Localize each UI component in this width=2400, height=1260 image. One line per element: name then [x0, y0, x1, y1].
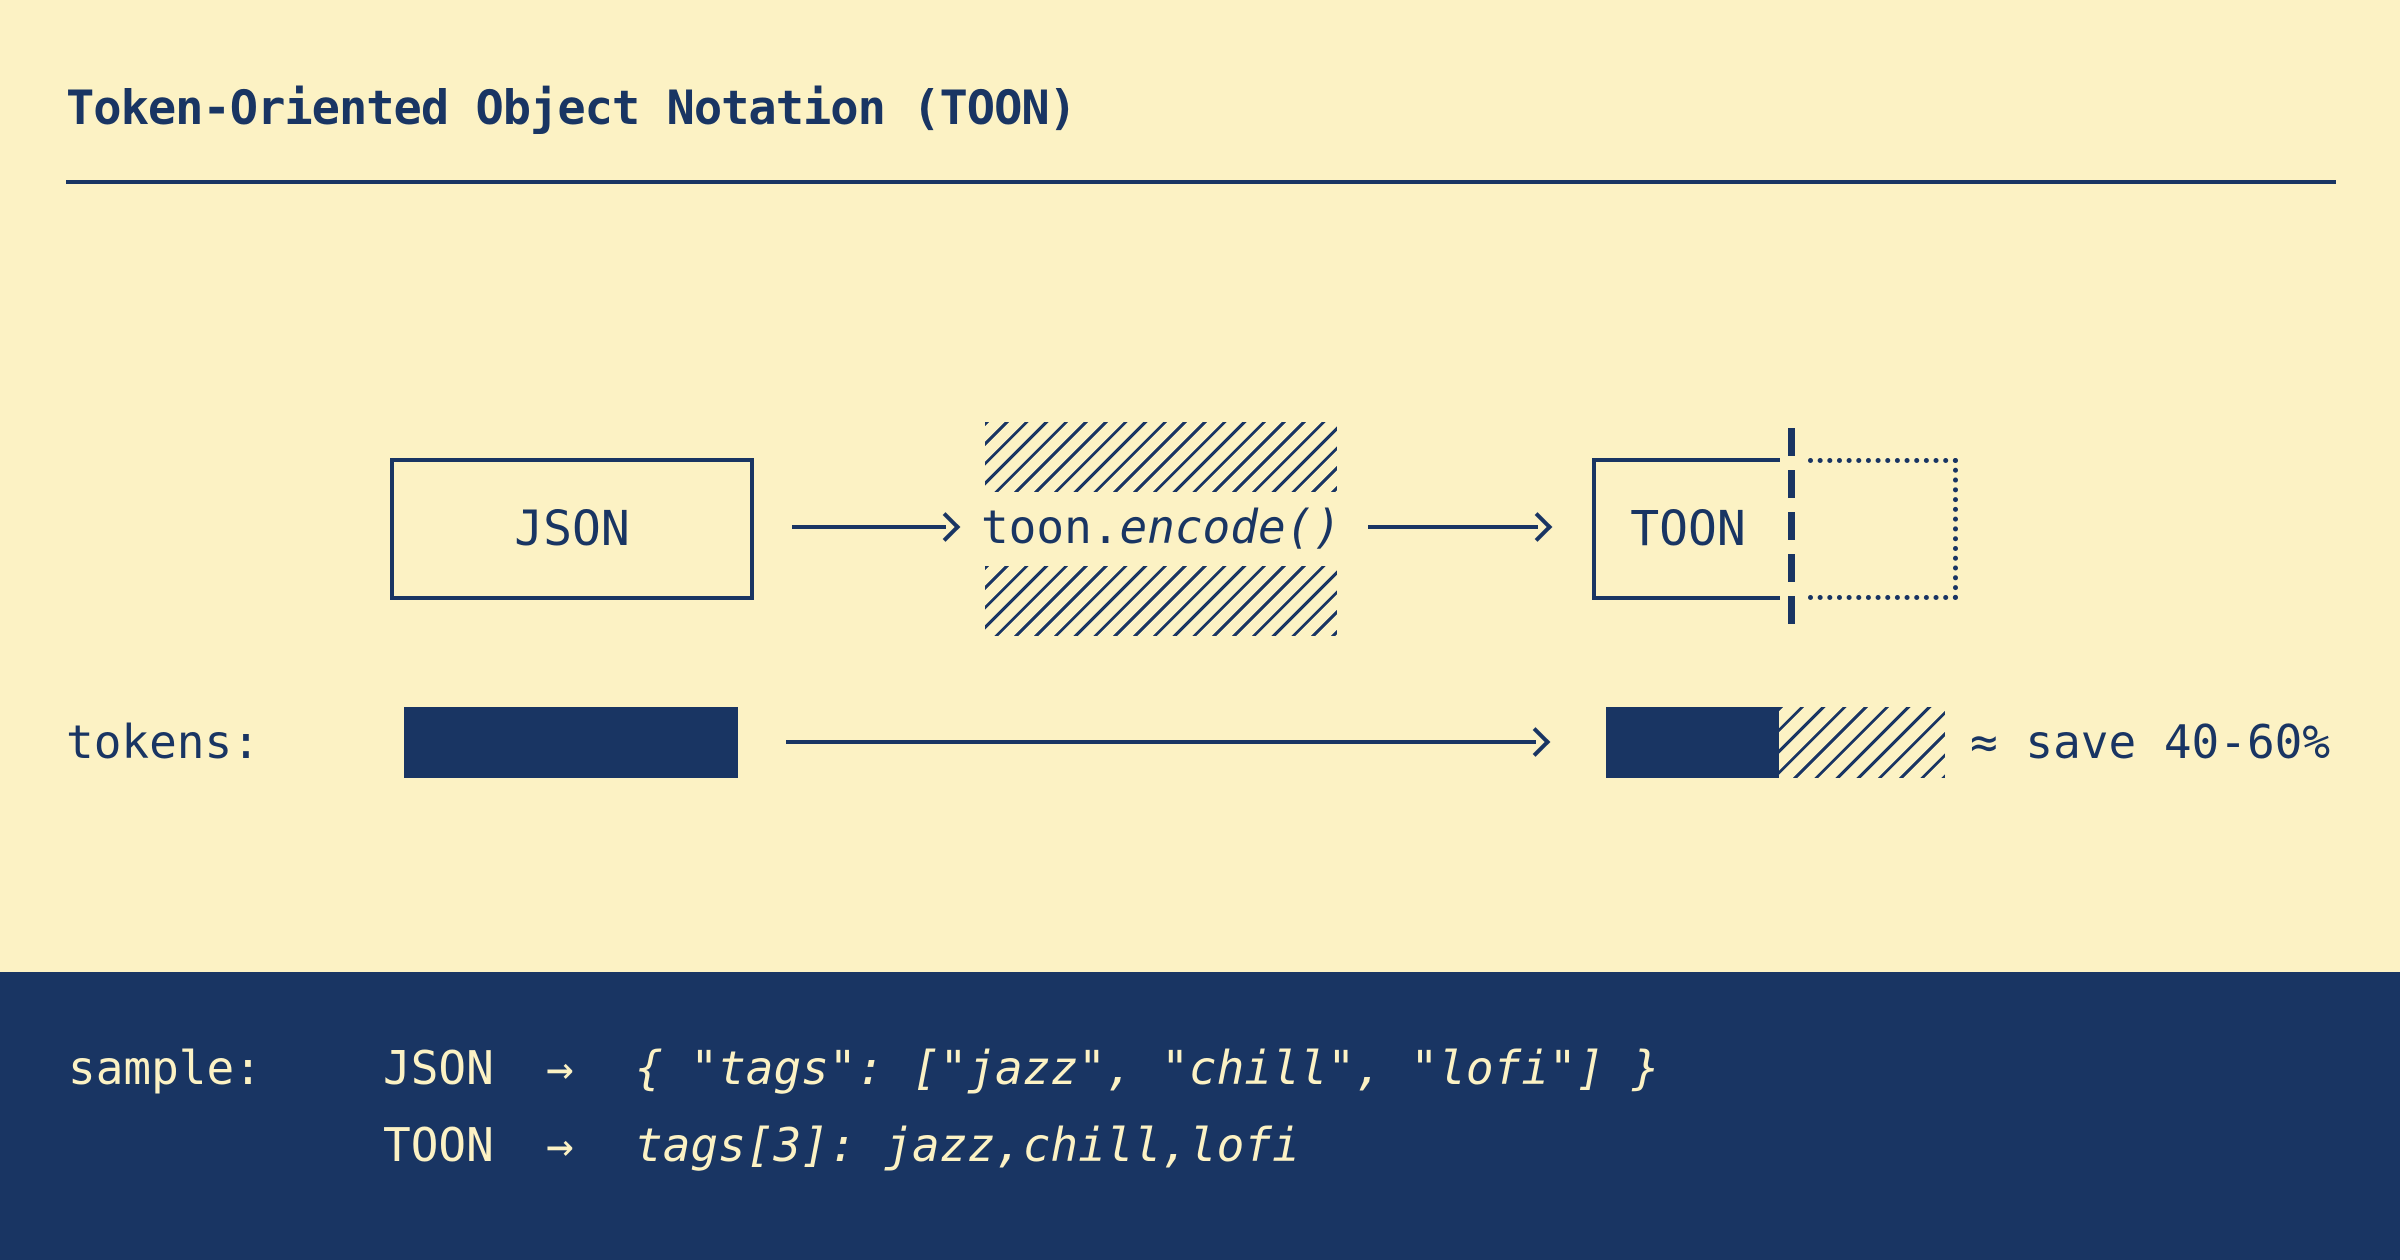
arrow-tokens-icon [786, 724, 1551, 760]
saved-tokens-ghost-box [1808, 458, 1958, 600]
toon-output-box: TOON [1592, 458, 1780, 600]
toon-output-label: TOON [1630, 501, 1746, 557]
sample-row-code: tags[3]: jazz,chill,lofi [635, 1118, 1300, 1172]
sample-row-format: JSON [383, 1041, 494, 1095]
arrow-right-icon: → [546, 1041, 574, 1095]
arrow-line [1368, 525, 1538, 529]
arrow-head-icon [1520, 727, 1551, 757]
sample-panel: sample: JSON → { "tags": ["jazz", "chill… [0, 972, 2400, 1260]
arrow-encode-to-toon-icon [1368, 509, 1553, 545]
title-divider [66, 180, 2336, 184]
sample-row-code: { "tags": ["jazz", "chill", "lofi"] } [635, 1041, 1660, 1095]
json-input-box: JSON [390, 458, 754, 600]
arrow-line [786, 740, 1536, 744]
saved-token-bar-hatch [1779, 707, 1945, 778]
arrow-right-icon: → [546, 1118, 574, 1172]
arrow-line [792, 525, 946, 529]
hatch-pattern-top [985, 422, 1337, 492]
toon-token-bar [1606, 707, 1779, 778]
page-title: Token-Oriented Object Notation (TOON) [66, 80, 1077, 136]
cut-dashed-line [1788, 428, 1795, 632]
sample-row-format: TOON [383, 1118, 494, 1172]
arrow-json-to-encode-icon [792, 509, 961, 545]
arrow-head-icon [930, 512, 961, 542]
encode-call: encode() [1119, 500, 1342, 554]
sample-label: sample: [68, 1041, 262, 1095]
arrow-head-icon [1522, 512, 1553, 542]
tokens-label: tokens: [66, 715, 260, 769]
encode-function-label: toon.encode() [981, 495, 1341, 559]
hatch-pattern-bottom [985, 566, 1337, 636]
json-input-label: JSON [514, 501, 630, 557]
encode-prefix: toon. [980, 500, 1120, 554]
savings-note: ≈ save 40-60% [1970, 715, 2331, 769]
json-token-bar [404, 707, 738, 778]
